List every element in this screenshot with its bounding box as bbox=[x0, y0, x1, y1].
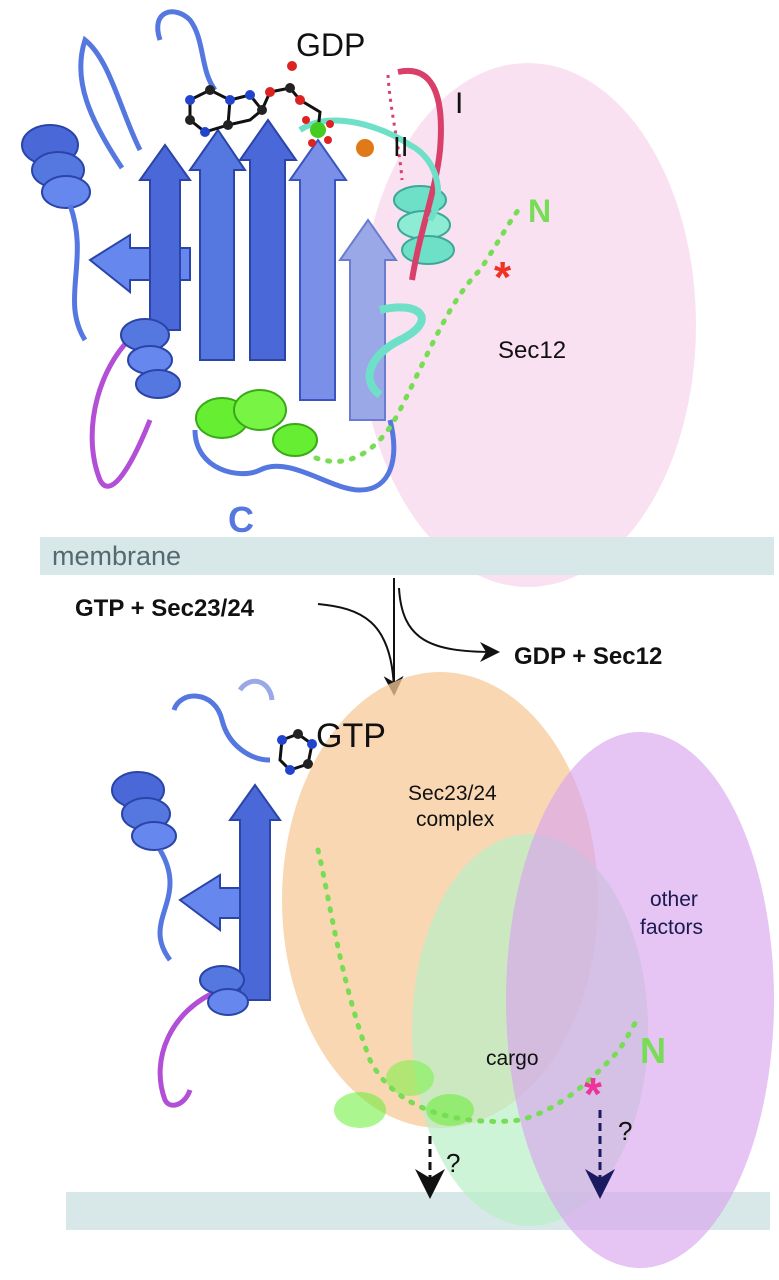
sec23-24-label-line1: Sec23/24 bbox=[408, 782, 497, 805]
switch-1-dotted bbox=[386, 74, 404, 181]
helix-left-bottom bbox=[111, 771, 177, 851]
c-terminus-label: C bbox=[228, 499, 254, 540]
other-factors-label-line2: factors bbox=[640, 916, 703, 939]
n-terminal-tail-bottom bbox=[315, 847, 639, 1124]
membrane-label: membrane bbox=[52, 541, 181, 571]
beta-sheet-top bbox=[88, 118, 398, 421]
arrow-input bbox=[317, 603, 404, 696]
sec12-label: Sec12 bbox=[498, 337, 566, 364]
output-label: GDP + Sec12 bbox=[514, 643, 662, 670]
n-terminus-label-bottom: N bbox=[640, 1030, 666, 1071]
switch-2-label: II bbox=[393, 131, 409, 162]
sec23-24-label-line2: complex bbox=[416, 808, 495, 831]
helix-c-terminal-top bbox=[195, 389, 318, 457]
beta-sheet-bottom bbox=[178, 783, 282, 1001]
gdp-label: GDP bbox=[296, 27, 365, 63]
helix-left bbox=[21, 124, 91, 209]
helix-middle-bottom bbox=[199, 965, 249, 1016]
gtp-molecule bbox=[277, 729, 317, 775]
other-factors-label-line1: other bbox=[650, 888, 698, 911]
coil-top-bottom bbox=[171, 693, 271, 763]
coil-bottom bbox=[192, 419, 397, 493]
n-terminus-label-top: N bbox=[528, 193, 551, 229]
question-mark-left: ? bbox=[446, 1148, 460, 1178]
helix-c-terminal-bottom bbox=[334, 1060, 474, 1128]
asterisk-icon: * bbox=[584, 1068, 602, 1120]
membrane-bar-top bbox=[40, 537, 774, 575]
coil-left-bottom bbox=[157, 848, 173, 962]
coil-top-light bbox=[237, 678, 275, 701]
question-mark-right: ? bbox=[618, 1116, 632, 1146]
gtp-label: GTP bbox=[316, 717, 386, 755]
switch-1-label: I bbox=[455, 87, 463, 120]
protein-gtp-bound bbox=[111, 678, 317, 1108]
exchange-arrows bbox=[317, 578, 500, 696]
gdp-molecule bbox=[185, 61, 374, 157]
sec12-region bbox=[360, 63, 696, 587]
coil-left-down bbox=[67, 204, 88, 342]
loop-magenta-top bbox=[89, 328, 153, 489]
coil-loop-top bbox=[155, 9, 218, 92]
switch-1-loop bbox=[397, 67, 444, 281]
arrow-output bbox=[398, 587, 500, 662]
coil-loop-left bbox=[78, 35, 143, 170]
other-factors-region bbox=[506, 732, 774, 1268]
protein-gdp-bound bbox=[21, 9, 523, 493]
helix-middle bbox=[120, 318, 181, 399]
n-terminal-tail-top bbox=[313, 205, 523, 464]
cargo-label: cargo bbox=[486, 1047, 539, 1070]
input-label: GTP + Sec23/24 bbox=[75, 595, 255, 622]
loop-magenta-bottom bbox=[157, 987, 221, 1108]
asterisk-icon: * bbox=[494, 253, 512, 302]
